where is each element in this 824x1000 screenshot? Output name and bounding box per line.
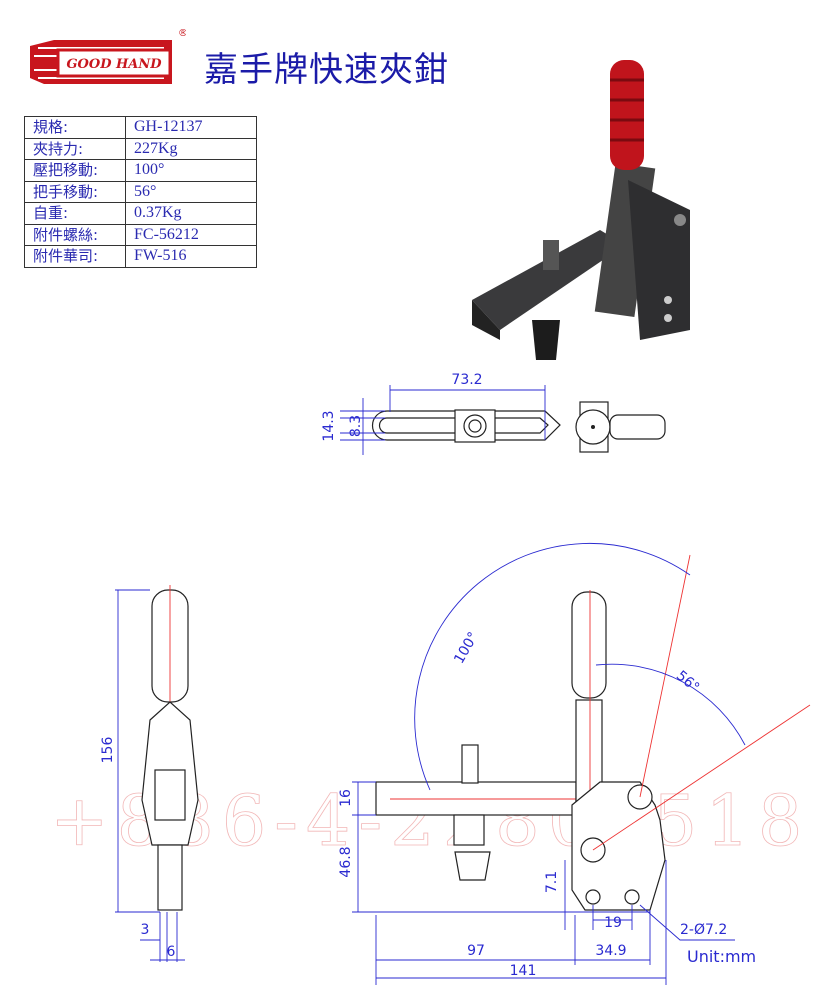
unit-label: Unit:mm bbox=[687, 947, 756, 966]
dim-angle-handle: 56° bbox=[673, 668, 702, 696]
spec-label: 附件華司: bbox=[24, 245, 126, 268]
dim-arm-thickness: 16 bbox=[338, 789, 354, 807]
table-row: 規格:GH-12137 bbox=[24, 116, 257, 139]
dim-reach: 97 bbox=[467, 943, 485, 959]
spec-value: FW-516 bbox=[125, 245, 257, 268]
dim-hole-offset: 7.1 bbox=[544, 871, 560, 893]
table-row: 附件螺絲:FC-56212 bbox=[24, 223, 257, 246]
dim-hole-spacing: 19 bbox=[604, 915, 622, 931]
dim-top-length: 73.2 bbox=[451, 372, 482, 388]
table-row: 夾持力:227Kg bbox=[24, 137, 257, 160]
table-row: 把手移動:56° bbox=[24, 180, 257, 203]
spec-value: GH-12137 bbox=[125, 116, 257, 139]
spec-label: 壓把移動: bbox=[24, 159, 126, 182]
side-view bbox=[115, 585, 199, 962]
dim-top-height-outer: 14.3 bbox=[321, 410, 337, 441]
svg-text:GOOD HAND: GOOD HAND bbox=[66, 57, 162, 72]
dim-total-length: 141 bbox=[510, 963, 537, 979]
dim-top-height-inner: 8.3 bbox=[348, 415, 364, 437]
spec-value: 0.37Kg bbox=[125, 202, 257, 225]
dim-hole-spec: 2-Ø7.2 bbox=[680, 922, 727, 938]
dim-side-w1: 3 bbox=[141, 922, 150, 938]
top-view bbox=[340, 385, 666, 455]
spec-table: 規格:GH-12137 夾持力:227Kg 壓把移動:100° 把手移動:56°… bbox=[24, 116, 257, 268]
product-render bbox=[472, 60, 690, 360]
table-row: 附件華司:FW-516 bbox=[24, 245, 257, 268]
dim-arm-height: 46.8 bbox=[338, 846, 354, 877]
page-title: 嘉手牌快速夾鉗 bbox=[204, 50, 449, 90]
svg-text:®: ® bbox=[178, 28, 186, 39]
table-row: 壓把移動:100° bbox=[24, 159, 257, 182]
good-hand-logo: GOOD HAND ® bbox=[30, 28, 186, 84]
front-view bbox=[352, 542, 811, 985]
dim-angle-lever: 100° bbox=[451, 629, 482, 666]
dim-side-height: 156 bbox=[100, 737, 116, 764]
dim-side-w2: 6 bbox=[167, 944, 176, 960]
spec-label: 夾持力: bbox=[24, 137, 126, 160]
dim-base-width: 34.9 bbox=[595, 943, 626, 959]
